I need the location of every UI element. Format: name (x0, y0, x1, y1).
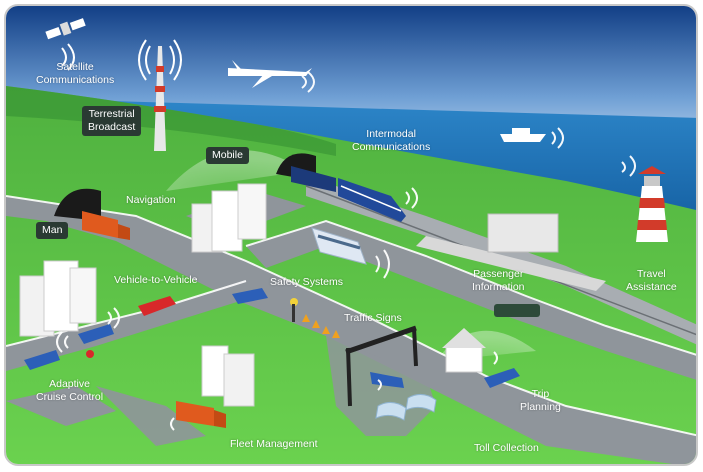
lighthouse-icon (636, 166, 668, 242)
traffic-gantry-icon (345, 325, 418, 407)
label-intermodal-line1: Intermodal (366, 128, 416, 140)
label-travel-assistance: Travel Assistance (626, 268, 677, 294)
wireless-signal-icon (61, 43, 75, 71)
label-trip-planning: Trip Planning (520, 388, 561, 414)
stop-sign (86, 350, 94, 358)
building-icon (19, 183, 267, 407)
label-satellite-line2: Communications (36, 74, 115, 86)
label-terrestrial: Terrestrial Broadcast (82, 106, 142, 136)
traffic-cones (302, 314, 340, 338)
ship-icon (500, 128, 546, 142)
satellite-icon (45, 18, 86, 40)
station-platform (416, 236, 606, 291)
airplane-icon (228, 60, 312, 88)
label-vehicle-to-vehicle: Vehicle-to-Vehicle (114, 274, 198, 286)
label-navigation: Navigation (126, 194, 176, 206)
train-icon (291, 166, 406, 222)
toll-booth-icon (375, 394, 437, 421)
warning-light-post (292, 304, 295, 322)
label-terrestrial-line1: Terrestrial (88, 108, 135, 120)
label-toll-collection: Toll Collection (474, 442, 539, 454)
label-traffic-signs: Traffic Signs (344, 312, 402, 324)
car-icon (24, 288, 520, 388)
label-safety-systems: Safety Systems (270, 276, 343, 288)
label-mobile: Mobile (206, 147, 249, 164)
label-satellite: Satellite Communications (36, 61, 114, 87)
label-terrestrial-line2: Broadcast (88, 121, 136, 133)
label-intermodal: Intermodal Communications (352, 128, 430, 154)
diagram-frame: Satellite Communications Terrestrial Bro… (4, 4, 698, 466)
scene-illustration (6, 6, 696, 464)
truck-icon (82, 211, 226, 428)
station-building (487, 213, 559, 253)
broadcast-tower-icon (138, 39, 182, 151)
label-satellite-line1: Satellite (56, 61, 94, 73)
label-passenger-line2: Information (472, 281, 525, 293)
wireless-signal-waves (56, 71, 636, 431)
label-passenger-line1: Passenger (473, 268, 524, 280)
label-travel-line1: Travel (636, 268, 666, 280)
cliff-shadow (6, 86, 336, 156)
label-fleet-management: Fleet Management (230, 438, 318, 450)
label-man: Man (36, 222, 69, 239)
bus-icon (311, 227, 367, 265)
label-passenger-information: Passenger Information (472, 268, 525, 294)
signal-dome (166, 150, 306, 191)
label-trip-line1: Trip (531, 388, 550, 400)
label-travel-line2: Assistance (626, 281, 677, 293)
label-trip-line2: Planning (520, 401, 561, 413)
label-adaptive-line2: Cruise Control (36, 391, 104, 403)
label-adaptive-line1: Adaptive (49, 378, 90, 390)
label-placeholder-empty (494, 304, 540, 317)
house-icon (442, 328, 486, 373)
label-adaptive-cruise-control: Adaptive Cruise Control (36, 378, 103, 404)
label-intermodal-line2: Communications (352, 141, 431, 153)
